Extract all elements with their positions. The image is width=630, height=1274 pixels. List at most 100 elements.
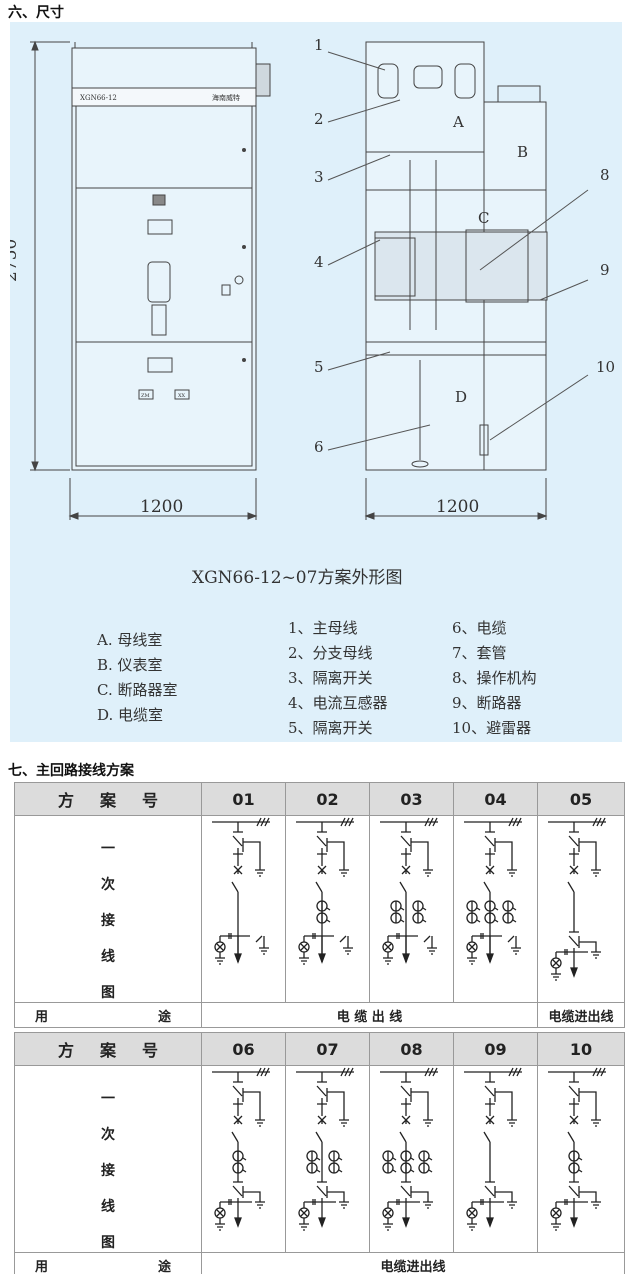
wiring-diagram — [285, 1065, 370, 1253]
label: 号 — [141, 1041, 158, 1060]
legend-part: 3、隔离开关 — [288, 669, 373, 687]
scheme-no: 06 — [201, 1032, 286, 1066]
label: 途 — [157, 1259, 171, 1274]
single-line-diagram — [464, 1067, 522, 1231]
legend-part: 8、操作机构 — [452, 669, 537, 687]
legend-compartment: B. 仪表室 — [97, 656, 163, 674]
section-title-wiring: 七、主回路接线方案 — [8, 763, 134, 779]
diagram-row: 一次接线图 — [14, 815, 625, 1003]
callout-9: 9 — [600, 261, 610, 279]
single-line-diagram — [548, 817, 606, 981]
label: 用 — [35, 1009, 49, 1025]
wiring-diagram — [369, 815, 454, 1003]
legend-part: 2、分支母线 — [288, 644, 373, 662]
usage-value: 电缆进出线 — [201, 1252, 625, 1274]
wiring-diagram — [201, 1065, 286, 1253]
height-dimension: 2750 — [10, 239, 21, 282]
single-line-diagram — [296, 817, 354, 965]
diagram-row: 一次接线图 — [14, 1065, 625, 1253]
scheme-no: 08 — [369, 1032, 454, 1066]
label: 一 — [101, 1091, 115, 1107]
section-title-dimensions: 六、尺寸 — [8, 5, 64, 21]
single-line-diagram — [380, 817, 438, 965]
label: 用 — [35, 1259, 49, 1274]
scheme-no: 03 — [369, 782, 454, 816]
callout-4: 4 — [314, 253, 324, 271]
callout-1: 1 — [314, 36, 324, 54]
label: 线 — [101, 949, 115, 965]
label: 次 — [101, 877, 115, 893]
nameplate-brand: 海南威特 — [212, 93, 240, 102]
wiring-diagram — [285, 815, 370, 1003]
nameplate-model: XGN66-12 — [80, 94, 117, 102]
callout-8: 8 — [600, 166, 610, 184]
callout-6: 6 — [314, 438, 324, 456]
single-line-diagram — [380, 1067, 438, 1231]
cabinet-drawing: 2750 1200 XGN66-12 海南威特 ZM XX — [1, 36, 615, 737]
side-width-dimension: 1200 — [436, 497, 479, 517]
legend-part: 1、主母线 — [288, 619, 358, 637]
button-xx: XX — [178, 393, 186, 399]
wiring-table-1: 方案号 01 02 03 04 05 一次接线图 用途 电 缆 出 线 电缆进出… — [14, 782, 625, 1028]
legend-part: 10、避雷器 — [452, 719, 531, 737]
scheme-no: 04 — [453, 782, 538, 816]
callout-2: 2 — [314, 110, 324, 128]
label: 号 — [141, 791, 158, 810]
scheme-no: 05 — [537, 782, 625, 816]
usage-value: 电缆进出线 — [537, 1002, 625, 1028]
legend-compartment: A. 母线室 — [96, 631, 162, 649]
callout-10: 10 — [596, 358, 615, 376]
scheme-no: 07 — [285, 1032, 370, 1066]
single-line-diagram — [296, 1067, 354, 1231]
label: 一 — [101, 841, 115, 857]
scheme-no: 10 — [537, 1032, 625, 1066]
label: 次 — [101, 1127, 115, 1143]
wiring-diagram — [201, 815, 286, 1003]
legend: A. 母线室 B. 仪表室 C. 断路器室 D. 电缆室 1、主母线 2、分支母… — [96, 619, 537, 737]
legend-part: 5、隔离开关 — [288, 719, 373, 737]
usage-row: 用 途 电缆进出线 — [14, 1252, 625, 1274]
label: 线 — [101, 1199, 115, 1215]
compartment-a-label: A — [452, 113, 464, 131]
wiring-diagram — [537, 1065, 625, 1253]
scheme-no: 02 — [285, 782, 370, 816]
wiring-table-2: 方案号 06 07 08 09 10 一次接线图 用途 电缆进出线 — [14, 1032, 625, 1274]
single-line-diagram — [212, 1067, 270, 1231]
compartment-d-label: D — [455, 388, 467, 406]
label: 案 — [99, 791, 116, 810]
compartment-b-label: B — [517, 143, 528, 161]
label: 图 — [101, 985, 115, 1001]
label: 方 — [57, 1041, 74, 1060]
compartment-c-label: C — [478, 209, 489, 227]
side-view — [327, 41, 589, 520]
label: 途 — [157, 1009, 171, 1025]
label: 方 — [57, 791, 74, 810]
legend-part: 6、电缆 — [452, 619, 507, 637]
wiring-diagram — [369, 1065, 454, 1253]
legend-part: 7、套管 — [452, 644, 507, 662]
front-view — [30, 40, 271, 520]
label: 案 — [99, 1041, 116, 1060]
callout-3: 3 — [314, 168, 324, 186]
single-line-diagram — [212, 817, 270, 965]
legend-compartment: D. 电缆室 — [97, 706, 163, 724]
single-line-diagram — [548, 1067, 606, 1231]
scheme-no: 09 — [453, 1032, 538, 1066]
legend-part: 9、断路器 — [452, 694, 522, 712]
wiring-diagram — [453, 1065, 538, 1253]
front-width-dimension: 1200 — [140, 497, 183, 517]
scheme-number-row: 方 案 号 01 02 03 04 05 — [14, 782, 625, 816]
drawing-caption: XGN66-12~07方案外形图 — [192, 568, 402, 588]
legend-part: 4、电流互感器 — [288, 694, 388, 712]
usage-value: 电 缆 出 线 — [201, 1002, 538, 1028]
scheme-number-row: 方 案 号 06 07 08 09 10 — [14, 1032, 625, 1066]
button-zm: ZM — [141, 393, 150, 399]
single-line-diagram — [464, 817, 522, 965]
callout-5: 5 — [314, 358, 324, 376]
label: 图 — [101, 1235, 115, 1251]
scheme-no: 01 — [201, 782, 286, 816]
dimension-drawing-panel: 2750 1200 XGN66-12 海南威特 ZM XX — [1, 22, 622, 742]
usage-row: 用 途 电 缆 出 线 电缆进出线 — [14, 1002, 625, 1028]
legend-compartment: C. 断路器室 — [97, 681, 177, 699]
